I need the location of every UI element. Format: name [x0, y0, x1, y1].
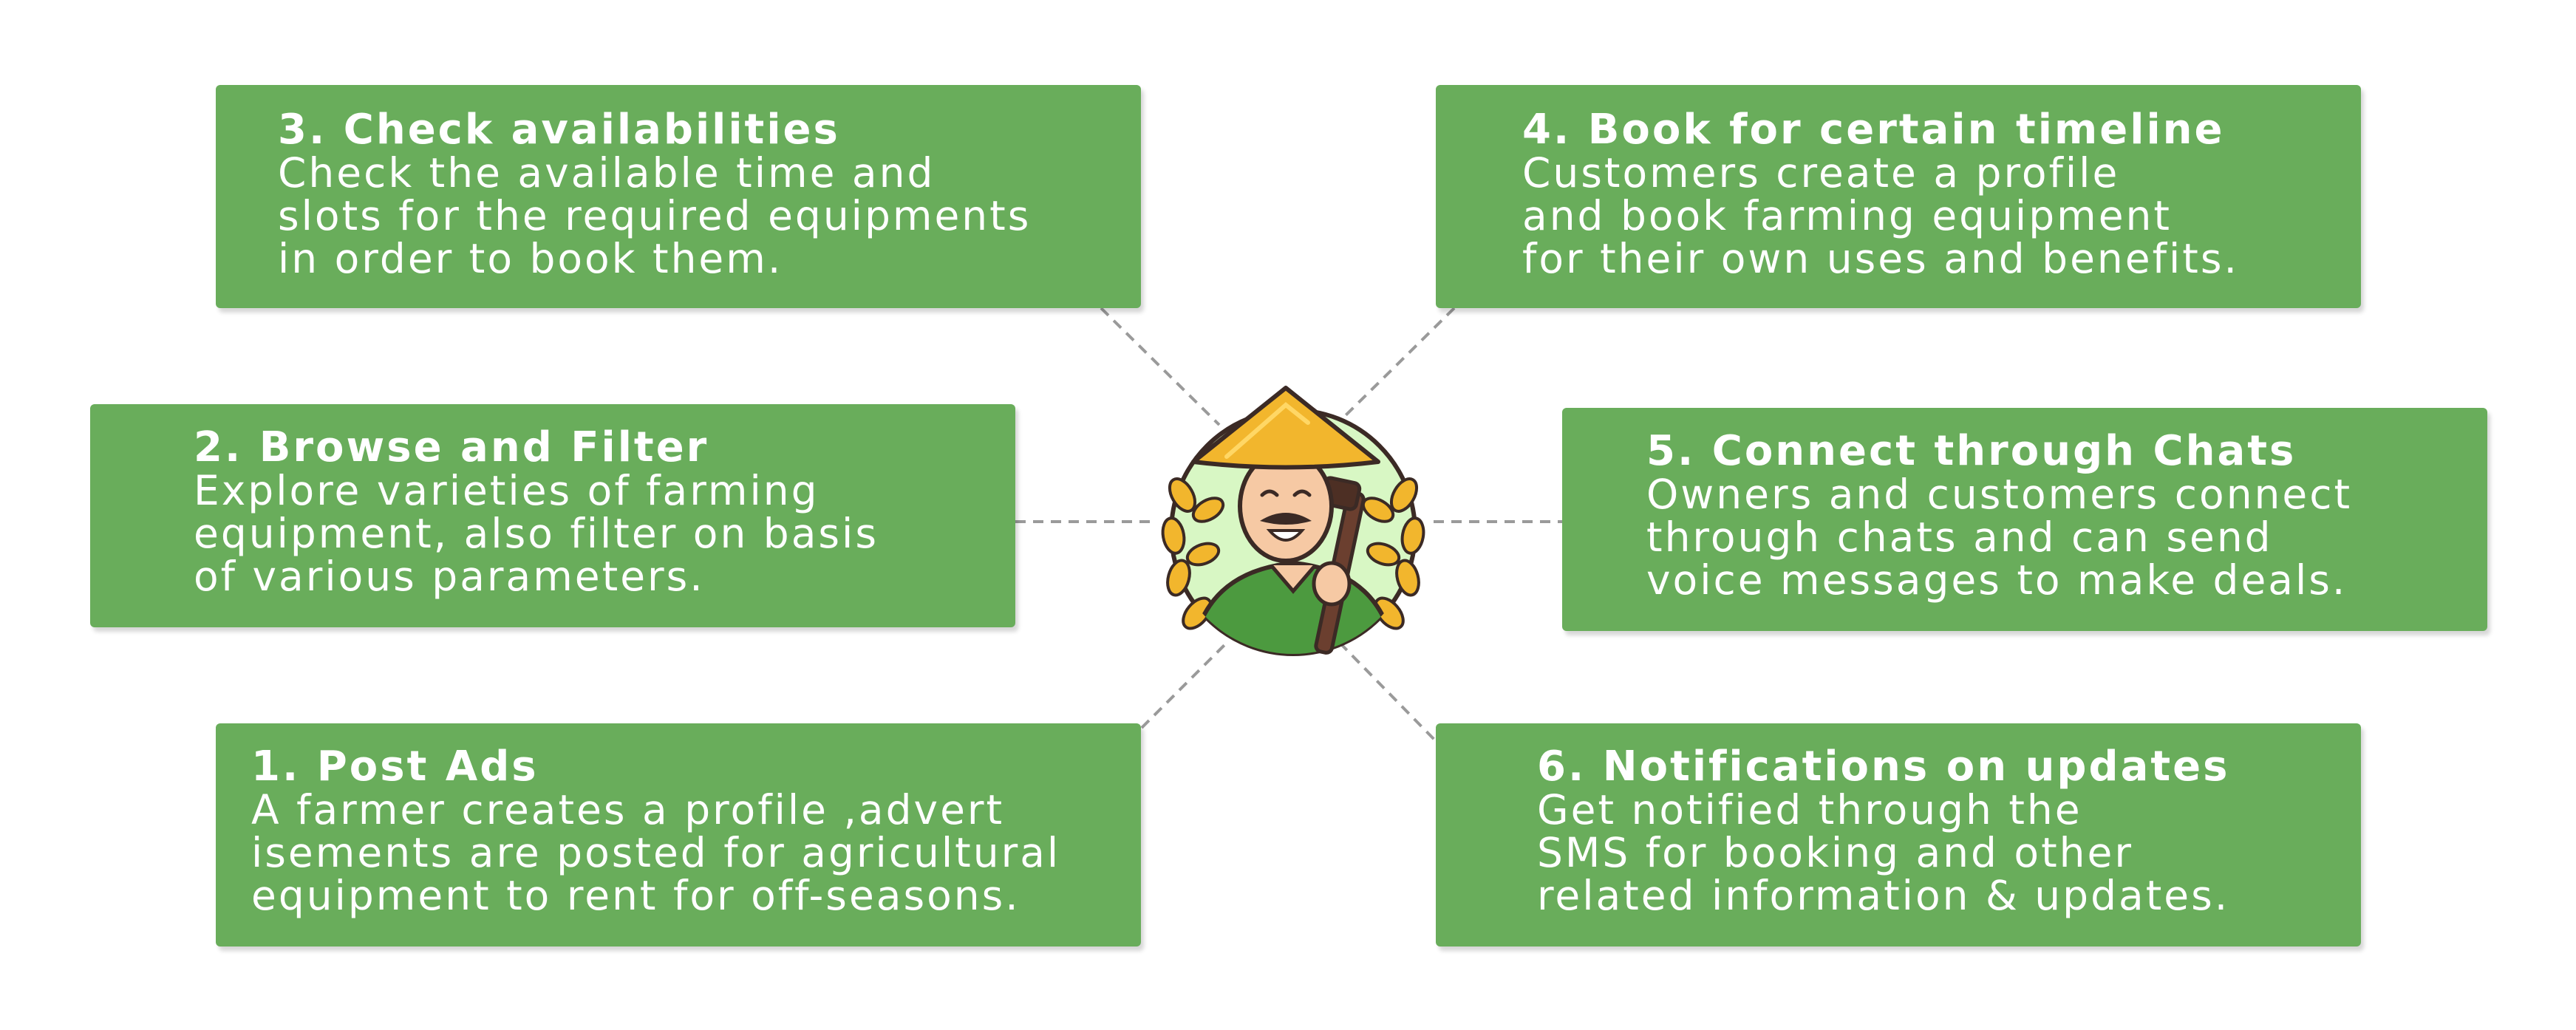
step-card-1: 1. Post Ads A farmer creates a profile ,… [216, 723, 1141, 947]
step-title: 2. Browse and Filter [194, 423, 709, 471]
step-title: 4. Book for certain timeline [1522, 106, 2225, 154]
wheat-laurel-right [1361, 477, 1425, 630]
step-card-3: 3. Check availabilities Check the availa… [216, 85, 1141, 308]
farmer-hand [1312, 561, 1352, 607]
connector-step-4 [1340, 307, 1456, 421]
farmer-mustache [1260, 513, 1312, 525]
step-description: Customers create a profile and book farm… [1522, 149, 2239, 282]
step-title: 1. Post Ads [251, 743, 539, 791]
connector-step-6 [1338, 641, 1439, 744]
step-card-6: 6. Notifications on updates Get notified… [1436, 723, 2361, 947]
step-card-4: 4. Book for certain timeline Customers c… [1436, 85, 2361, 308]
step-title: 3. Check availabilities [278, 106, 840, 154]
step-description: Explore varieties of farming equipment, … [194, 467, 879, 600]
step-description: Get notified through the SMS for booking… [1537, 786, 2230, 919]
step-title: 6. Notifications on updates [1537, 743, 2230, 791]
step-card-2: 2. Browse and Filter Explore varieties o… [90, 404, 1015, 627]
step-description: Check the available time and slots for t… [278, 149, 1032, 282]
wheat-laurel-left [1161, 477, 1225, 630]
connector-step-3 [1100, 307, 1221, 426]
farmer-with-hoe-icon [1161, 386, 1425, 656]
step-title: 5. Connect through Chats [1646, 427, 2297, 475]
connector-step-1 [1140, 641, 1228, 729]
step-description: Owners and customers connect through cha… [1646, 471, 2353, 604]
step-description: A farmer creates a profile ,advert iseme… [251, 786, 1061, 919]
step-card-5: 5. Connect through Chats Owners and cust… [1562, 408, 2487, 631]
